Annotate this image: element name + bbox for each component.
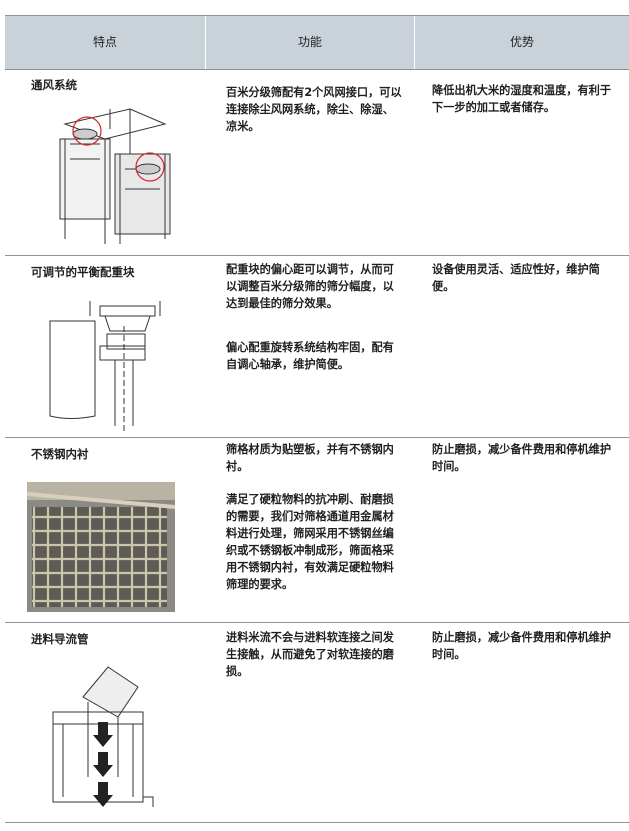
function-text: 进料米流不会与进料软连接之间发生接触，从而避免了对软连接的磨损。 [226, 631, 394, 678]
function-text: 满足了硬粒物料的抗冲刷、耐磨损的需要，我们对筛格通道用金属材料进行处理，筛网采用… [226, 493, 394, 591]
counterweight-diagram [49, 301, 161, 431]
function-text: 筛格材质为贴塑板，并有不锈钢内衬。 [226, 443, 394, 473]
function-text: 配重块的偏心距可以调节，从而可以调整百米分级筛的筛分幅度，以达到最佳的筛分效果。 [226, 263, 394, 310]
highlight-circle [135, 152, 165, 182]
header-advantage: 优势 [509, 35, 534, 49]
advantage-text: 降低出机大米的湿度和温度，有利于下一步的加工或者储存。 [432, 84, 612, 114]
table-row: 不锈钢内衬 筛格材质为贴塑板，并有不锈钢内衬。 满足了硬粒物料的抗冲刷、耐磨损的… [5, 438, 629, 623]
highlight-circle [72, 116, 102, 146]
header-function: 功能 [297, 35, 322, 49]
function-text: 偏心配重旋转系统结构牢固，配有自调心轴承，维护简便。 [226, 341, 394, 371]
feed-guide-pipe-diagram [52, 666, 154, 807]
feature-label: 通风系统 [31, 78, 77, 92]
advantage-text: 防止磨损，减少备件费用和停机维护时间。 [432, 443, 612, 473]
stainless-mesh-photo [27, 482, 175, 612]
header-feature: 特点 [92, 35, 117, 49]
table-row: 通风系统 百米分级筛配有2个风网接口，可以连接除尘风网系统，除尘、除湿、凉米。 … [5, 69, 629, 256]
feature-label: 可调节的平衡配重块 [31, 265, 135, 279]
feature-label: 进料导流管 [31, 632, 89, 646]
function-text: 百米分级筛配有2个风网接口，可以连接除尘风网系统，除尘、除湿、凉米。 [226, 86, 402, 133]
table-header: 特点 功能 优势 [5, 15, 629, 70]
advantage-text: 防止磨损，减少备件费用和停机维护时间。 [432, 631, 612, 661]
table-row: 进料导流管 进料米流不会与进料软连接之间发生接触，从而避免了对软连接的磨损。 防… [5, 623, 629, 823]
header-divider [205, 16, 206, 69]
ventilation-system-diagram [59, 108, 171, 244]
header-divider [414, 16, 415, 69]
table-row: 可调节的平衡配重块 配重块的偏心距可以调节，从而可以调整百米分级筛的筛分幅度，以… [5, 256, 629, 438]
feature-label: 不锈钢内衬 [31, 447, 89, 461]
advantage-text: 设备使用灵活、适应性好，维护简便。 [432, 263, 600, 293]
